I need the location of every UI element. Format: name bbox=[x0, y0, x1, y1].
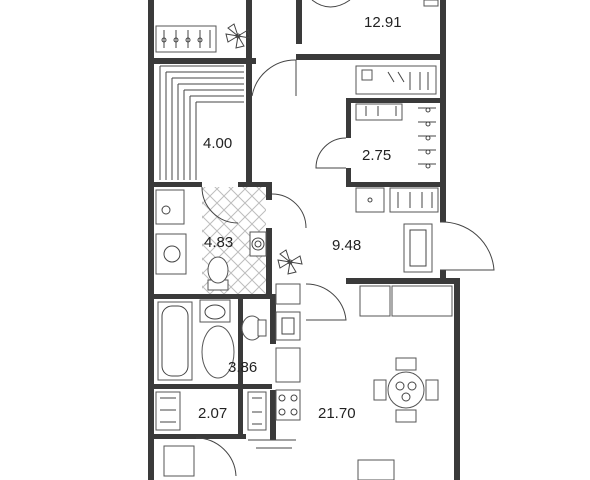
room-labels: 12.91 2.75 4.00 4.83 9.48 3.86 2.07 21.7… bbox=[198, 14, 402, 422]
room-bedroom bbox=[311, 0, 439, 95]
room-bathroom bbox=[155, 186, 307, 294]
sink-icon bbox=[199, 299, 231, 323]
room-storage bbox=[159, 65, 244, 180]
stairs bbox=[159, 65, 244, 180]
area-label-hall: 9.48 bbox=[332, 237, 361, 254]
room-hall bbox=[251, 59, 495, 321]
toilet-icon bbox=[207, 256, 229, 291]
area-label-12: 12.91 bbox=[364, 14, 402, 31]
area-label-closet: 2.07 bbox=[198, 405, 227, 422]
top-closet bbox=[155, 23, 251, 53]
area-label-bathroom: 4.83 bbox=[204, 234, 233, 251]
wardrobe-hangers-icon bbox=[387, 71, 429, 90]
walls bbox=[148, 0, 460, 480]
room-wardrobe bbox=[315, 103, 439, 213]
kitchen-fixtures bbox=[275, 283, 453, 480]
fan-icon bbox=[277, 249, 303, 275]
fan-icon bbox=[225, 23, 251, 49]
room-washroom bbox=[157, 299, 267, 381]
area-label-washroom: 3.86 bbox=[228, 359, 257, 376]
area-label-kitchen: 21.70 bbox=[318, 405, 356, 422]
area-label-storage: 4.00 bbox=[203, 135, 232, 152]
toilet-icon bbox=[241, 315, 267, 341]
dining-table-icon bbox=[373, 357, 439, 423]
bathtub-icon bbox=[157, 301, 193, 381]
area-label-wardrobe: 2.75 bbox=[362, 147, 391, 164]
stove-icon bbox=[275, 389, 301, 421]
room-closet bbox=[155, 391, 296, 477]
